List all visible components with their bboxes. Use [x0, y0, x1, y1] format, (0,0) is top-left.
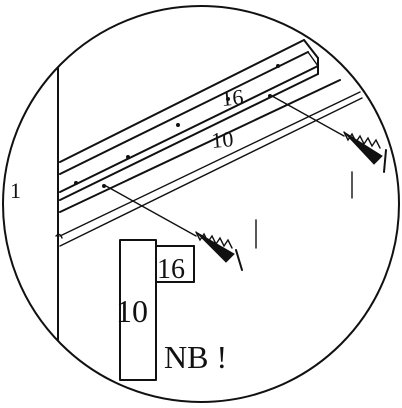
detail-circle	[2, 5, 400, 403]
rail-16	[59, 39, 319, 201]
rail-10	[59, 79, 363, 247]
label-part-1: 1	[10, 178, 21, 203]
detail-contents	[55, 39, 387, 381]
label-rail-10: 10	[210, 126, 234, 153]
label-rail-16: 16	[220, 84, 244, 111]
dowel-mark	[55, 233, 63, 239]
screw-icon	[105, 185, 257, 271]
label-inset-16: 16	[157, 254, 185, 285]
inset-section	[119, 239, 195, 381]
screw-holes	[74, 64, 280, 188]
note-nb: NB !	[164, 339, 227, 375]
label-inset-10: 10	[116, 293, 148, 329]
screw-icon	[271, 95, 387, 199]
